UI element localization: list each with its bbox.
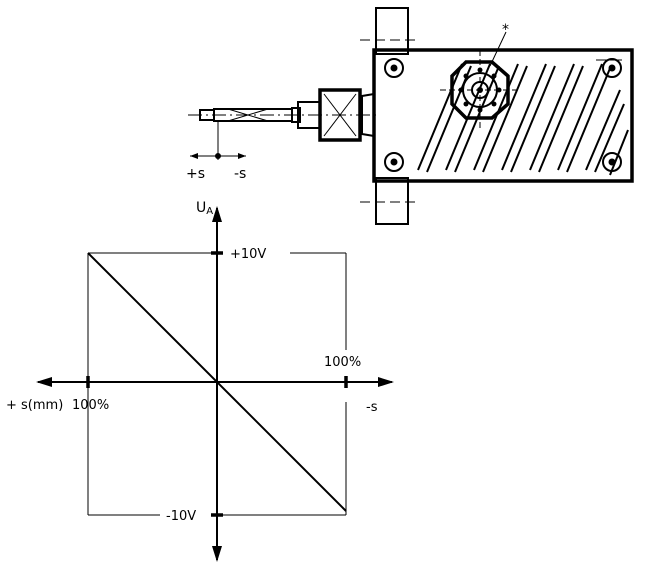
housing-windings (417, 59, 629, 176)
x-axis-right-arrow (378, 377, 394, 387)
x-axis-right-label: -s (366, 400, 378, 415)
callout-leader (489, 31, 507, 67)
mounting-clamp-bottom (360, 177, 420, 225)
left-percent-label: 100% (72, 398, 109, 413)
y-axis-top-arrow (212, 206, 222, 222)
sensor-callout-asterisk: * (502, 22, 509, 38)
y-axis-label: UA (196, 200, 213, 217)
corner-screw-bottom-right (602, 152, 622, 172)
sensor-connector (440, 50, 520, 130)
characteristic-line (87, 252, 347, 512)
x-axis-left-label: + s(mm) (6, 398, 63, 413)
travel-minus-label: -s (234, 166, 246, 182)
bottom-voltage-label: -10V (166, 509, 196, 524)
output-characteristic-chart: UA +10V -10V 100% 100% + s(mm) -s (6, 200, 394, 562)
right-percent-label: 100% (324, 355, 361, 370)
x-axis-left-arrow (36, 377, 52, 387)
corner-screw-top-right (602, 58, 622, 78)
sensor-plunger (188, 88, 380, 142)
travel-plus-label: +s (186, 166, 205, 182)
top-voltage-label: +10V (230, 247, 266, 262)
y-axis-bottom-arrow (212, 546, 222, 562)
sensor-drawing: * +s -s (186, 7, 634, 225)
corner-screw-bottom-left (384, 152, 404, 172)
mounting-clamp-top (360, 7, 420, 55)
corner-screw-top-left (384, 58, 404, 78)
travel-indicator (190, 120, 246, 160)
